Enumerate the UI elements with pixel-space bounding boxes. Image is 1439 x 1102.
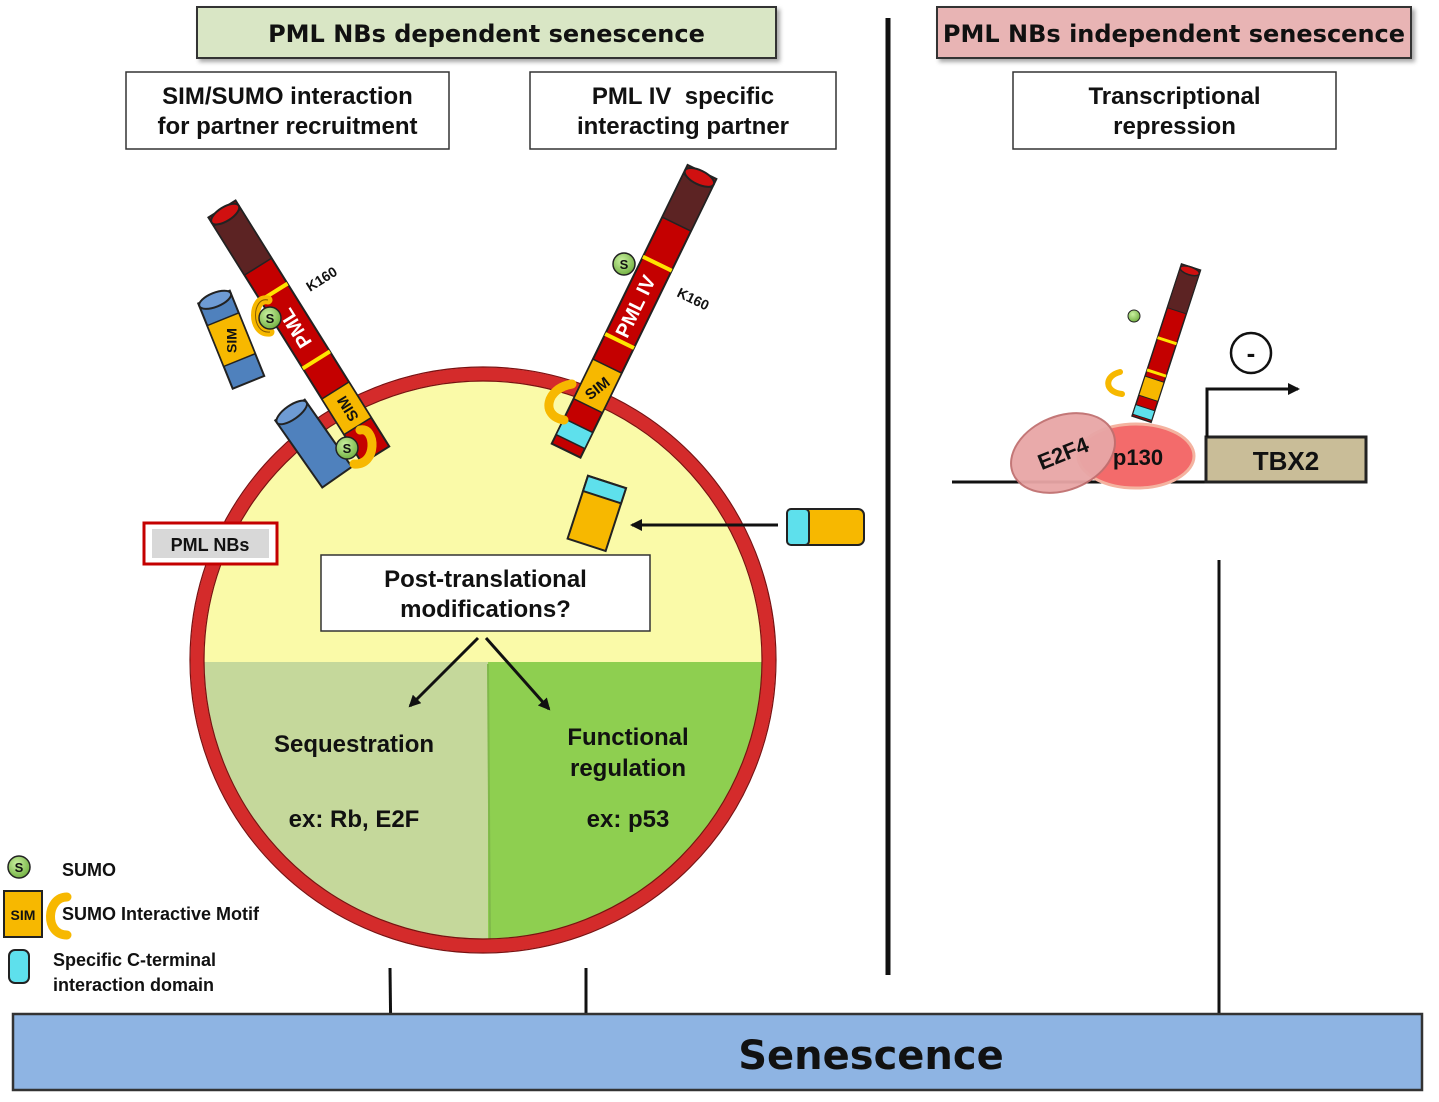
ptm-to-function-arrow — [484, 637, 551, 711]
sim-mechanism-line1: SIM/SUMO interaction — [162, 83, 413, 110]
pml-iv-protein-rod: SIM PML IV — [550, 163, 718, 459]
functional-line1: Functional — [567, 724, 688, 751]
sim-hook-3 — [544, 379, 577, 425]
pml-iv-bound-partner — [566, 474, 628, 553]
independent-header-text: PML NBs independent senescence — [943, 20, 1405, 48]
nb-rim — [190, 367, 776, 953]
ptm-box: Post-translational modifications? — [320, 554, 651, 632]
independent-header: PML NBs independent senescence — [936, 6, 1412, 59]
pml-nbs-label: PML NBs — [142, 521, 279, 566]
sim-partner-2 — [273, 398, 354, 489]
trans-line1: Transcriptional — [1088, 83, 1260, 110]
k160-label-2: K160 — [675, 284, 712, 313]
svg-text:S: S — [620, 257, 629, 272]
pml4-mechanism-line1: PML IV specific — [592, 83, 774, 110]
small-pml-rod — [1131, 262, 1202, 424]
k160-label: K160 — [303, 263, 340, 294]
small-sim-hook — [1105, 369, 1125, 397]
tss-arrow — [1205, 383, 1300, 437]
pml-nbs-label-text: PML NBs — [171, 535, 250, 555]
pml4-mechanism-box: PML IV specific interacting partner — [529, 71, 837, 150]
partner1-sim-label: SIM — [224, 328, 240, 353]
transcriptional-repression-box: Transcriptional repression — [1012, 71, 1337, 150]
legend-cterm-icon — [8, 949, 30, 984]
ptm-to-sequestration-arrow — [408, 636, 480, 708]
legend-cterm-line1: Specific C-terminal — [53, 950, 216, 970]
sim-hook-2 — [349, 425, 377, 469]
small-sumo-marker — [1127, 309, 1141, 323]
tbx2-gene: TBX2 — [1204, 435, 1368, 484]
dependent-header-text: PML NBs dependent senescence — [268, 20, 705, 48]
legend: S SUMO SIM SUMO Interactive Motif Specif… — [3, 855, 260, 995]
functional-line2: regulation — [570, 755, 686, 782]
sequestration-title: Sequestration — [274, 731, 434, 758]
svg-text:-: - — [1247, 338, 1256, 368]
legend-sumo-text: SUMO — [62, 860, 116, 880]
dependent-header: PML NBs dependent senescence — [196, 6, 777, 59]
svg-text:SIM: SIM — [11, 907, 36, 923]
sim-mechanism-line2: for partner recruitment — [157, 113, 417, 140]
pml4-mechanism-line2: interacting partner — [577, 113, 789, 140]
svg-text:p130: p130 — [1113, 445, 1163, 470]
sumo-marker-1: S — [258, 306, 282, 330]
legend-sumo-icon: S — [7, 855, 31, 879]
svg-text:S: S — [343, 441, 352, 456]
legend-sim-text: SUMO Interactive Motif — [62, 904, 260, 924]
legend-cterm-line2: interaction domain — [53, 975, 214, 995]
pml-protein-rod: SIM PML — [207, 199, 391, 465]
ptm-line2: modifications? — [400, 596, 571, 623]
sim-partner-1: SIM — [196, 289, 266, 390]
functional-example: ex: p53 — [587, 806, 670, 833]
svg-text:S: S — [15, 860, 24, 875]
senescence-bar: Senescence — [11, 1012, 1424, 1092]
sim-sumo-mechanism-box: SIM/SUMO interaction for partner recruit… — [125, 71, 450, 150]
svg-text:S: S — [266, 311, 275, 326]
tbx2-label: TBX2 — [1253, 446, 1319, 476]
legend-sim-icon: SIM — [3, 890, 72, 940]
sumo-marker-3: S — [612, 252, 636, 276]
ptm-line1: Post-translational — [384, 566, 587, 593]
repression-sign: - — [1229, 331, 1273, 375]
sequestration-example: ex: Rb, E2F — [289, 806, 420, 833]
e2f4-protein: E2F4 — [1010, 412, 1116, 494]
sumo-marker-2: S — [335, 436, 359, 460]
senescence-label: Senescence — [738, 1033, 1004, 1079]
trans-line2: repression — [1113, 113, 1236, 140]
incoming-partner — [786, 508, 865, 546]
pml-nuclear-body — [189, 366, 777, 954]
